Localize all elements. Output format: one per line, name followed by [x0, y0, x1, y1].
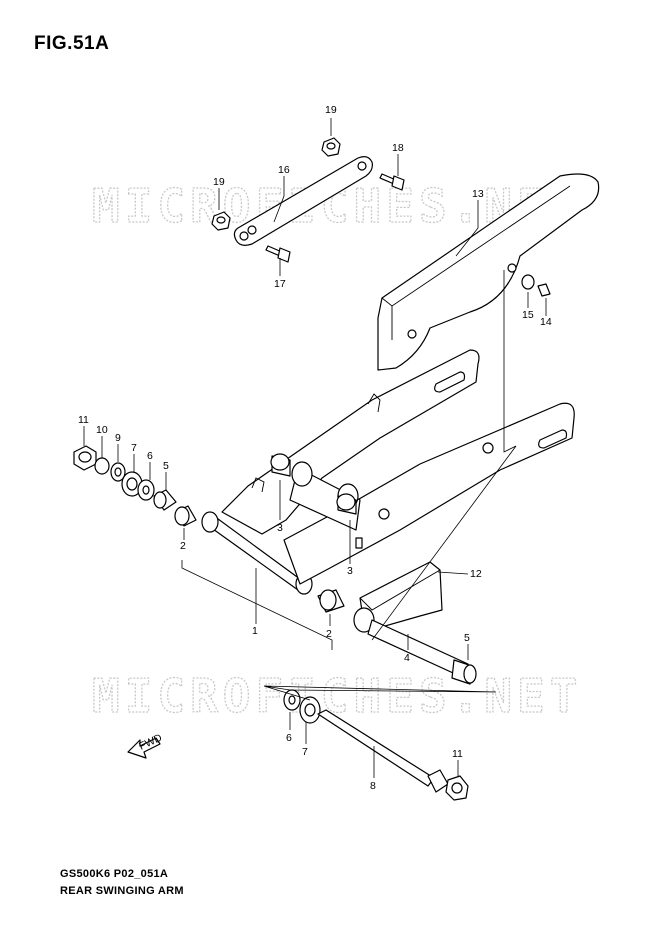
callout-3-right: 3 — [347, 565, 353, 577]
washer-10 — [94, 457, 110, 475]
callout-9: 9 — [115, 432, 121, 444]
figure-title: FIG.51A — [34, 33, 110, 54]
fwd-marker-text: FWD — [137, 732, 164, 753]
callout-2-right: 2 — [326, 628, 332, 640]
callout-16: 16 — [278, 164, 290, 176]
callout-17: 17 — [274, 278, 286, 290]
leader-lines — [83, 118, 547, 778]
callout-1: 1 — [252, 625, 258, 637]
callout-7-right: 7 — [302, 746, 308, 758]
torque-link — [233, 156, 373, 246]
pivot-bolt-8 — [317, 709, 449, 793]
bearing-3-right — [336, 493, 357, 515]
callout-15: 15 — [522, 309, 534, 321]
assembly-name: REAR SWINGING ARM — [60, 885, 184, 897]
callout-2-left: 2 — [180, 540, 186, 552]
nut-19-lower — [211, 211, 231, 231]
bolt-17 — [265, 245, 291, 263]
callout-18: 18 — [392, 142, 404, 154]
callout-12: 12 — [470, 568, 482, 580]
callout-11-right: 11 — [452, 748, 463, 760]
chain-buffer — [353, 561, 443, 633]
callout-7-left: 7 — [131, 442, 137, 454]
watermark-bottom: MICROFICHES.NET — [92, 669, 582, 723]
bearing-3-left — [270, 453, 291, 477]
callout-10: 10 — [96, 424, 108, 436]
nut-11-right — [445, 775, 469, 801]
callout-11-left: 11 — [78, 414, 89, 426]
nut-11-left — [73, 445, 97, 471]
callout-5-right: 5 — [464, 632, 470, 644]
bushing-2-right — [317, 589, 345, 613]
bearing-7-right — [299, 696, 321, 724]
callout-labels: 19 18 19 16 17 13 15 14 11 10 9 7 6 5 2 … — [78, 104, 552, 792]
callout-4: 4 — [404, 652, 410, 664]
bushing-2-left — [174, 505, 197, 527]
callout-3-left: 3 — [277, 522, 283, 534]
spacer-5-left — [153, 489, 177, 511]
seal-9 — [110, 462, 126, 482]
model-code: GS500K6 P02_051A — [60, 868, 169, 880]
bearing-7-left — [121, 471, 143, 497]
callout-19-lower: 19 — [213, 176, 225, 188]
washer-15 — [521, 274, 535, 290]
callout-5-left: 5 — [163, 460, 169, 472]
callout-6-right: 6 — [286, 732, 292, 744]
fwd-arrow-icon: FWD — [127, 732, 164, 759]
swinging-arm — [201, 349, 575, 595]
bolt-14 — [537, 283, 551, 297]
washer-6-left — [137, 479, 155, 501]
callout-14: 14 — [540, 316, 552, 328]
grease-nipple — [355, 537, 363, 549]
callout-13: 13 — [472, 188, 484, 200]
callout-8: 8 — [370, 780, 376, 792]
callout-6-left: 6 — [147, 450, 153, 462]
spacer-5-right — [451, 659, 477, 685]
chain-case — [377, 173, 600, 371]
callout-19-upper: 19 — [325, 104, 337, 116]
nut-19-upper — [321, 137, 341, 157]
bolt-18 — [379, 173, 405, 191]
